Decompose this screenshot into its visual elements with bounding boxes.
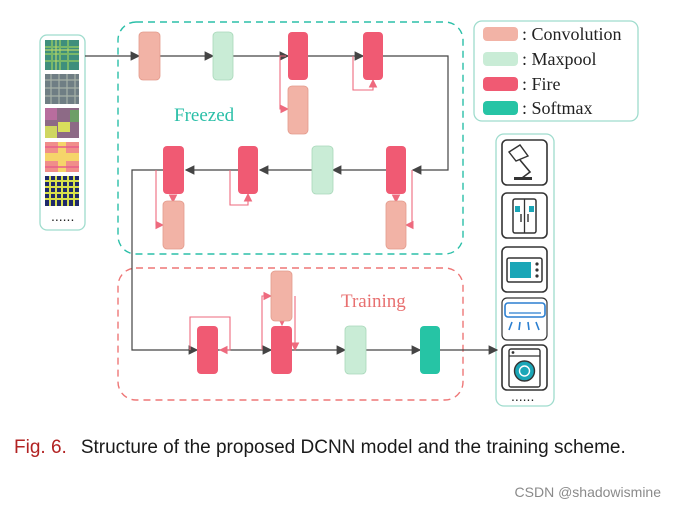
training-label: Training <box>341 291 406 312</box>
legend-softmax-label: : Softmax <box>522 98 593 118</box>
main-flow <box>85 51 499 355</box>
input-image-4 <box>45 142 79 172</box>
conv-layer-2 <box>287 85 309 135</box>
figure-caption: Fig. 6. Structure of the proposed DCNN mo… <box>14 436 664 460</box>
legend-softmax-swatch <box>483 101 518 115</box>
legend-fire-swatch <box>483 77 518 91</box>
dcnn-structure-diagram: Freezed Training : Convolution : Maxpool… <box>39 20 639 407</box>
fire-layer-3 <box>386 146 406 194</box>
refrigerator-icon <box>501 192 548 239</box>
conv-layer-5 <box>270 270 293 322</box>
legend-conv-swatch <box>483 27 518 41</box>
conv-layer-3 <box>385 200 407 250</box>
maxpool-layer-2 <box>311 145 334 195</box>
legend-maxpool-swatch <box>483 52 518 66</box>
input-image-2 <box>45 74 79 104</box>
legend-maxpool-label: : Maxpool <box>522 49 597 69</box>
input-image-1 <box>45 40 79 70</box>
legend: : Convolution : Maxpool : Fire : Softmax <box>473 20 639 122</box>
maxpool-layer-3 <box>344 325 367 375</box>
softmax-layer <box>420 326 440 374</box>
fire-layer-6 <box>197 326 218 374</box>
watermark: CSDN @shadowismine <box>514 484 661 500</box>
legend-fire-label: : Fire <box>522 74 561 94</box>
input-image-3 <box>45 108 79 138</box>
training-region <box>117 267 464 401</box>
fire-layer-7 <box>271 326 292 374</box>
figure-caption-text: Structure of the proposed DCNN model and… <box>80 437 626 458</box>
fire-layer-1 <box>288 32 308 80</box>
output-icons-panel: ...... <box>495 133 555 407</box>
washing-machine-icon <box>501 344 548 391</box>
output-more-indicator: ...... <box>511 388 534 404</box>
fire-layer-2 <box>363 32 383 80</box>
fire-layer-5 <box>163 146 184 194</box>
input-image-5 <box>45 176 79 206</box>
input-images-panel: ...... <box>39 34 86 231</box>
figure-number: Fig. 6. <box>14 437 67 458</box>
conv-layer-4 <box>162 200 185 250</box>
freezed-label: Freezed <box>174 105 235 126</box>
microwave-icon <box>501 246 548 293</box>
lamp-icon <box>501 139 548 186</box>
fire-layer-4 <box>238 146 258 194</box>
input-more-indicator: ...... <box>51 208 74 224</box>
air-conditioner-icon <box>501 297 548 341</box>
legend-conv-label: : Convolution <box>522 24 622 44</box>
maxpool-layer-1 <box>212 31 234 81</box>
freezed-region <box>117 21 464 255</box>
conv-layer-1 <box>138 31 161 81</box>
